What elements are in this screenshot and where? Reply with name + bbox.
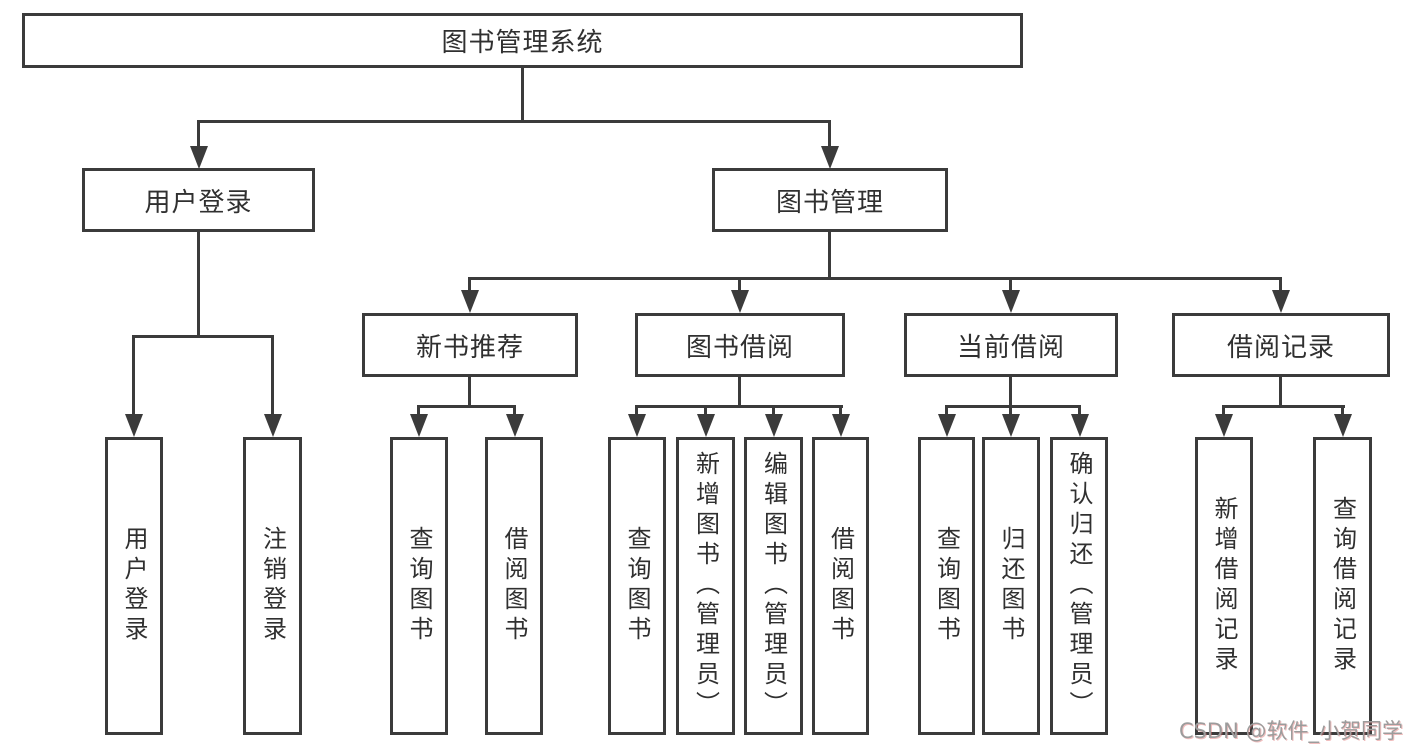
node-new-book: 新书推荐 [362, 313, 578, 377]
line-segment [1279, 277, 1282, 293]
line-segment [197, 120, 200, 150]
arrowhead-icon [938, 414, 956, 437]
arrowhead-icon [1215, 414, 1233, 437]
arrowhead-icon [821, 146, 839, 169]
leaf-query-borrow-record: 查询借阅记录 [1313, 437, 1372, 735]
leaf-confirm-return-admin: 确认归还（管理员） [1050, 437, 1108, 735]
leaf-add-book-admin: 新增图书（管理员） [676, 437, 735, 735]
node-borrow-record: 借阅记录 [1172, 313, 1390, 377]
csdn-watermark: CSDN @软件_小贺同学 [1178, 719, 1403, 743]
leaf-query-book-newbook: 查询图书 [390, 437, 448, 735]
line-segment [1222, 405, 1225, 417]
arrowhead-icon [190, 146, 208, 169]
line-segment [197, 232, 200, 338]
line-segment [513, 405, 516, 417]
node-user-login: 用户登录 [82, 168, 315, 232]
line-segment [738, 377, 741, 408]
arrowhead-icon [125, 414, 143, 437]
line-segment [1078, 405, 1081, 417]
leaf-user-login: 用户登录 [105, 437, 163, 735]
arrowhead-icon [264, 414, 282, 437]
line-segment [1009, 277, 1012, 293]
node-book-mgmt: 图书管理 [712, 168, 948, 232]
line-segment [468, 277, 471, 293]
line-segment [945, 405, 948, 417]
arrowhead-icon [506, 414, 524, 437]
line-segment [132, 335, 135, 417]
leaf-query-book-borrow: 查询图书 [608, 437, 666, 735]
arrowhead-icon [697, 414, 715, 437]
node-book-borrow: 图书借阅 [635, 313, 845, 377]
arrowhead-icon [765, 414, 783, 437]
line-segment [704, 405, 707, 417]
line-segment [132, 335, 274, 338]
line-segment [839, 405, 842, 417]
line-segment [417, 405, 516, 408]
leaf-borrow-book-newbook: 借阅图书 [485, 437, 543, 735]
line-segment [1341, 405, 1344, 417]
node-root: 图书管理系统 [22, 13, 1023, 68]
line-segment [1009, 377, 1012, 408]
line-segment [271, 335, 274, 417]
leaf-query-book-current: 查询图书 [918, 437, 975, 735]
line-segment [945, 405, 1081, 408]
line-segment [197, 120, 831, 123]
line-segment [521, 68, 524, 122]
arrowhead-icon [628, 414, 646, 437]
leaf-return-book: 归还图书 [982, 437, 1040, 735]
line-segment [635, 405, 843, 408]
arrowhead-icon [731, 290, 749, 313]
leaf-add-borrow-record: 新增借阅记录 [1195, 437, 1253, 735]
line-segment [1279, 377, 1282, 408]
line-segment [417, 405, 420, 417]
line-segment [468, 277, 1282, 280]
arrowhead-icon [1002, 290, 1020, 313]
arrowhead-icon [461, 290, 479, 313]
arrowhead-icon [1334, 414, 1352, 437]
arrowhead-icon [1071, 414, 1089, 437]
arrowhead-icon [1002, 414, 1020, 437]
line-segment [635, 405, 638, 417]
arrowhead-icon [1272, 290, 1290, 313]
leaf-edit-book-admin: 编辑图书（管理员） [744, 437, 803, 735]
arrowhead-icon [410, 414, 428, 437]
line-segment [828, 120, 831, 150]
line-segment [1009, 405, 1012, 417]
arrowhead-icon [832, 414, 850, 437]
line-segment [468, 377, 471, 408]
line-segment [828, 232, 831, 277]
leaf-logout: 注销登录 [243, 437, 302, 735]
line-segment [738, 277, 741, 293]
leaf-borrow-book: 借阅图书 [812, 437, 869, 735]
node-current-borrow: 当前借阅 [904, 313, 1118, 377]
line-segment [772, 405, 775, 417]
line-segment [1222, 405, 1345, 408]
